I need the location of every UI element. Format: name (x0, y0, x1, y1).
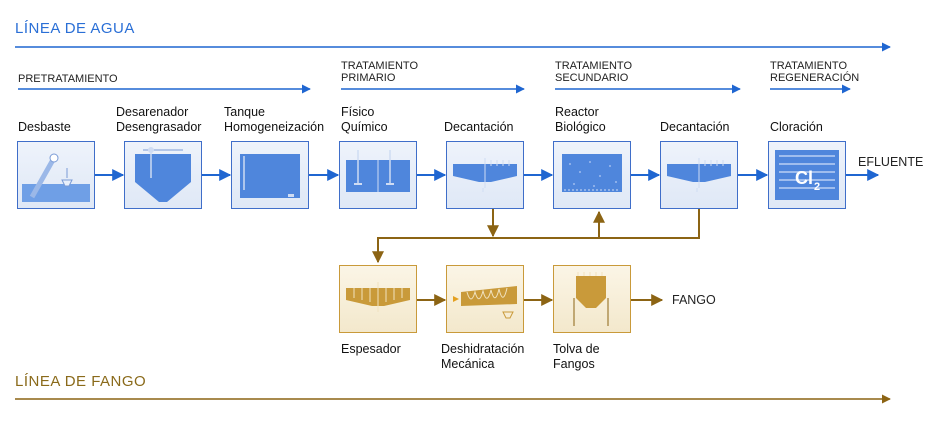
unit-label-hopper: Tolva de Fangos (553, 342, 600, 371)
sludge-line-title: LÍNEA DE FANGO (15, 373, 147, 390)
screen-icon (22, 153, 90, 202)
unit-label-screening: Desbaste (18, 120, 71, 134)
stage-primary: TRATAMIENTO PRIMARIO (341, 60, 418, 84)
unit-mechanical-dewatering (446, 265, 524, 333)
unit-label-grit-removal: Desarenador Desengrasador (116, 105, 202, 134)
unit-sludge-hopper (553, 265, 631, 333)
screw-press-icon (453, 286, 517, 319)
unit-bioreactor (553, 141, 631, 209)
mixer-tank-icon (346, 150, 410, 192)
grit-removal-icon (135, 147, 191, 202)
chlorine-symbol: Cl (795, 168, 813, 188)
clarifier-icon (667, 158, 731, 192)
unit-chlorination: Cl 2 (768, 141, 846, 209)
stage-pretreatment: PRETRATAMIENTO (18, 73, 118, 85)
unit-grit-removal (124, 141, 202, 209)
unit-label-chlorination: Cloración (770, 120, 823, 134)
unit-label-dewatering: Deshidratación Mecánica (441, 342, 525, 371)
unit-label-decantation-1: Decantación (444, 120, 514, 134)
sludge-output-label: FANGO (672, 293, 716, 307)
water-line-title: LÍNEA DE AGUA (15, 20, 135, 37)
unit-label-homogenization: Tanque Homogeneización (224, 105, 325, 134)
unit-homogenization-tank (231, 141, 309, 209)
unit-decantation-1 (446, 141, 524, 209)
unit-thickener (339, 265, 417, 333)
sludge-collector (372, 209, 700, 264)
chlorine-icon: Cl 2 (775, 150, 839, 200)
tank-icon (240, 154, 300, 198)
bioreactor-icon (562, 154, 622, 192)
stage-secondary: TRATAMIENTO SECUNDARIO (555, 60, 632, 84)
hopper-icon (573, 272, 609, 326)
clarifier-icon (453, 158, 517, 192)
unit-screening (17, 141, 95, 209)
unit-physicochemical (339, 141, 417, 209)
thickener-icon (346, 282, 410, 312)
stage-regeneration: TRATAMIENTO REGENERACIÓN (770, 60, 860, 84)
effluent-label: EFLUENTE (858, 155, 924, 169)
unit-label-thickener: Espesador (341, 342, 401, 356)
chlorine-subscript: 2 (814, 181, 820, 193)
unit-label-bioreactor: Reactor Biológico (555, 105, 606, 134)
unit-label-physicochemical: Físico Químico (341, 105, 388, 134)
unit-label-decantation-2: Decantación (660, 120, 730, 134)
unit-decantation-2 (660, 141, 738, 209)
